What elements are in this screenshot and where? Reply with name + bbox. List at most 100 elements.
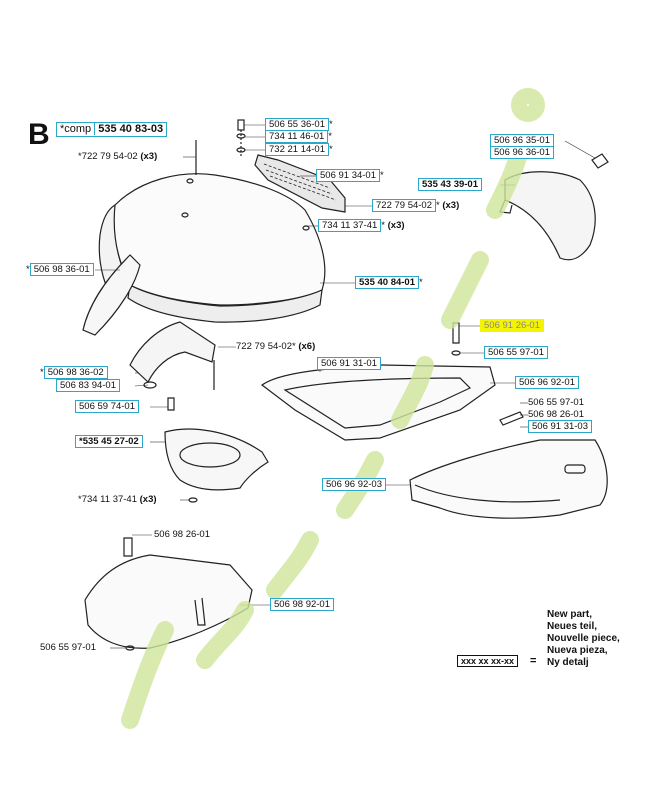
part-number: 506 96 92-03 <box>322 478 386 491</box>
part-number: 732 21 14-01 <box>265 143 329 156</box>
part-label-21: 506 55 97-01 <box>528 397 584 409</box>
part-number: 722 79 54-02 <box>236 341 292 352</box>
part-label-12: 535 43 39-01 <box>418 178 482 191</box>
part-number: 506 55 97-01 <box>40 642 96 653</box>
legend-line: Neues teil, <box>547 621 598 632</box>
part-number: 506 98 36-01 <box>29 263 94 276</box>
asterisk: * <box>380 170 384 181</box>
part-number: 506 98 92-01 <box>270 598 334 611</box>
part-number: 535 43 39-01 <box>418 178 482 191</box>
part-label-14: 506 55 97-01 <box>484 346 548 359</box>
part-label-2: 734 11 46-01* <box>265 130 332 143</box>
comp-prefix: *comp <box>60 123 92 135</box>
part-label-23: 506 91 31-03 <box>528 420 592 433</box>
part-label-28: 506 98 92-01 <box>270 598 334 611</box>
part-label-25: 506 96 92-03 <box>322 478 386 491</box>
screw-stack-top <box>236 119 246 158</box>
quantity: (x3) <box>387 220 405 231</box>
part-number: 506 91 31-01 <box>317 357 381 370</box>
part-number: 506 96 35-01 <box>490 134 554 147</box>
part-number: 506 98 26-01 <box>154 529 210 540</box>
nut-bowl <box>188 497 198 503</box>
bottom-cover-part <box>84 554 253 649</box>
part-label-27: 506 98 26-01 <box>154 529 210 541</box>
part-number: 506 91 34-01 <box>316 169 380 182</box>
knob-top-right <box>591 153 609 169</box>
part-label-24: *535 45 27-02 <box>75 435 143 448</box>
part-label-26: *734 11 37-41 (x3) <box>78 494 157 506</box>
part-label-15: 722 79 54-02* (x6) <box>236 341 315 353</box>
screw-tray <box>452 322 460 344</box>
washer-tray <box>451 350 461 356</box>
asterisk: * <box>40 367 44 378</box>
leader-lines <box>95 124 596 649</box>
part-number: 506 98 36-02 <box>43 366 108 379</box>
part-label-19: 506 96 92-01 <box>515 376 579 389</box>
tray-part <box>260 364 496 441</box>
part-number: 722 79 54-02 <box>372 199 436 212</box>
part-number: 506 91 31-03 <box>528 420 592 433</box>
part-label-6: 734 11 37-41* (x3) <box>318 219 405 232</box>
part-number: 506 96 36-01 <box>490 146 554 159</box>
part-label-18: 506 83 94-01 <box>56 379 120 392</box>
asterisk: * <box>419 277 423 288</box>
part-number: 734 11 46-01 <box>265 130 329 143</box>
part-number: 506 55 97-01 <box>528 397 584 408</box>
part-number: 506 55 97-01 <box>484 346 548 359</box>
section-letter: B <box>28 118 50 151</box>
part-number: 506 83 94-01 <box>56 379 120 392</box>
part-number: 734 11 37-41 <box>318 219 382 232</box>
washer-left <box>143 381 157 389</box>
part-label-7: *722 79 54-02 (x3) <box>78 151 157 163</box>
quantity: (x3) <box>442 200 460 211</box>
part-label-20: 506 59 74-01 <box>75 400 139 413</box>
asterisk: * <box>328 131 332 142</box>
legend-line: Ny detalj <box>547 657 589 668</box>
nut-hood <box>302 225 310 231</box>
legend-line: New part, <box>547 609 593 620</box>
part-label-13: 506 91 26-01 <box>480 319 544 332</box>
part-label-16: 506 91 31-01 <box>317 357 381 370</box>
asterisk: * <box>329 119 333 130</box>
part-number: *734 11 37-41 <box>78 494 137 505</box>
part-label-4: 506 91 34-01* <box>316 169 384 182</box>
part-label-1: 506 55 36-01* <box>265 118 333 131</box>
part-label-17: *506 98 36-02 <box>40 366 108 379</box>
part-number: 506 96 92-01 <box>515 376 579 389</box>
part-number: 535 40 84-01 <box>355 276 419 289</box>
legend-line: Nouvelle piece, <box>547 633 620 644</box>
part-number: *722 79 54-02 <box>78 151 138 162</box>
side-bracket-left <box>82 254 141 336</box>
asterisk: * <box>381 220 385 231</box>
asterisk: * <box>436 200 440 211</box>
quantity: (x6) <box>298 341 316 352</box>
part-number-highlighted: 506 91 26-01 <box>480 319 544 332</box>
part-number: *535 45 27-02 <box>75 435 143 448</box>
legend-new-part: New part, Neues teil, Nouvelle piece, Nu… <box>547 609 620 669</box>
part-label-22: 506 98 26-01 <box>528 409 584 421</box>
legend-code-box: xxx xx xx-xx <box>457 655 519 667</box>
part-label-8: *506 98 36-01 <box>26 263 94 276</box>
asterisk: * <box>329 144 333 155</box>
part-label-5: 722 79 54-02* (x3) <box>372 199 460 212</box>
arm-bracket <box>129 321 216 383</box>
asterisk: * <box>292 341 296 352</box>
comp-number: 535 40 83-03 <box>94 123 164 135</box>
part-label-29: 506 55 97-01 <box>40 642 96 654</box>
quantity: (x3) <box>139 494 157 505</box>
part-label-9: 535 40 84-01* <box>355 276 423 289</box>
part-number: 506 98 26-01 <box>528 409 584 420</box>
comp-label: *comp 535 40 83-03 <box>56 122 168 137</box>
part-label-3: 732 21 14-01* <box>265 143 333 156</box>
bolt-left <box>167 397 175 411</box>
grille-part <box>254 154 346 213</box>
part-label-11: 506 96 36-01 <box>490 146 554 159</box>
part-label-10: 506 96 35-01 <box>490 134 554 147</box>
asterisk: * <box>26 264 30 275</box>
legend-line: Nueva pieza, <box>547 645 608 656</box>
screw-right <box>499 411 524 426</box>
part-number: 506 55 36-01 <box>265 118 329 131</box>
screw-bottom <box>123 537 133 557</box>
